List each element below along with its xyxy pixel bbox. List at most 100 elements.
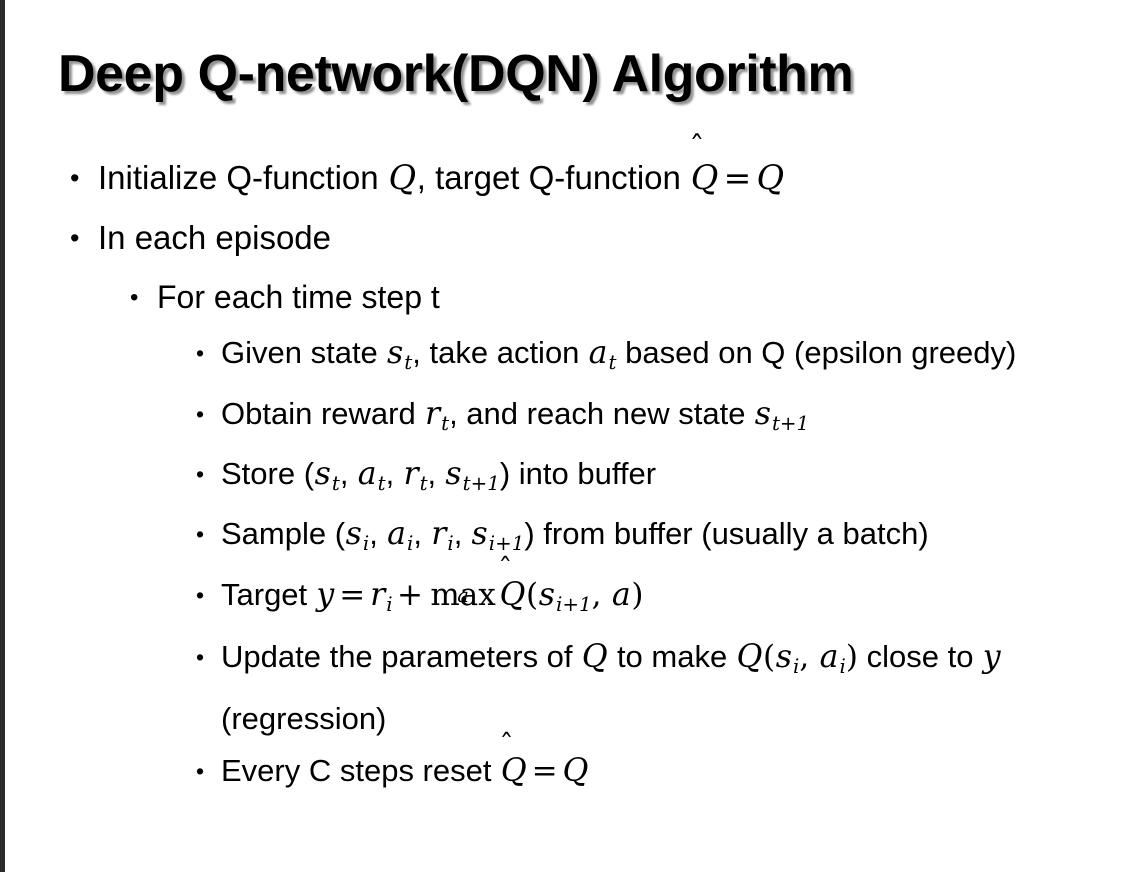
math-s: s bbox=[345, 515, 362, 552]
math-r-subscript: i bbox=[386, 592, 393, 616]
math-equals: = bbox=[723, 158, 752, 197]
text-fragment: Store ( bbox=[221, 455, 315, 491]
bullet-text: Given state st, take action at based on … bbox=[221, 327, 1096, 389]
slide-left-edge-strip bbox=[0, 0, 5, 872]
math-s: s bbox=[754, 395, 771, 432]
math-paren-close: ) bbox=[631, 576, 644, 613]
text-fragment: , bbox=[369, 515, 387, 551]
math-r: r bbox=[370, 576, 386, 613]
math-q: Q bbox=[581, 638, 608, 675]
math-a: a bbox=[588, 335, 608, 371]
bullet-text: Store (st, at, rt, st+1) into buffer bbox=[221, 449, 1096, 509]
text-fragment: , take action bbox=[412, 335, 589, 370]
bullet-in-each-episode: • In each episode bbox=[0, 208, 1124, 268]
math-s-next: s bbox=[471, 515, 488, 552]
text-fragment: Initialize Q-function bbox=[98, 159, 388, 196]
bullet-marker: • bbox=[196, 581, 205, 608]
math-s-subscript: t bbox=[331, 471, 340, 495]
text-fragment: ) from buffer (usually a batch) bbox=[524, 515, 929, 551]
math-paren-open: ( bbox=[526, 576, 539, 613]
bullet-text: Every C steps reset ̂Q=Q bbox=[221, 745, 1096, 797]
bullet-obtain-reward: • Obtain reward rt, and reach new state … bbox=[0, 389, 1124, 449]
bullet-text: Initialize Q-function Q , target Q-functi… bbox=[98, 148, 1084, 208]
bullet-text: Update the parameters of Q to make Q(si,… bbox=[221, 631, 1096, 745]
math-equals: = bbox=[339, 576, 366, 613]
math-r-subscript: t bbox=[419, 471, 428, 495]
text-fragment: , bbox=[385, 455, 403, 491]
bullet-text: Sample (si, ai, ri, si+1) from buffer (u… bbox=[221, 509, 1096, 569]
math-a-subscript: i bbox=[839, 654, 846, 678]
math-a: a bbox=[357, 455, 377, 492]
math-s-subscript: i bbox=[792, 654, 800, 678]
math-s-next: s bbox=[445, 455, 462, 492]
text-fragment: , bbox=[339, 455, 358, 491]
math-s: s bbox=[775, 638, 792, 675]
text-fragment: Update the parameters of bbox=[221, 638, 582, 674]
bullet-text: Obtain reward rt, and reach new state st… bbox=[221, 389, 1096, 449]
text-fragment: Every C steps reset bbox=[221, 752, 501, 788]
math-r-subscript: i bbox=[447, 531, 454, 555]
math-r: r bbox=[403, 455, 419, 492]
bullet-marker: • bbox=[196, 460, 205, 487]
bullet-marker: • bbox=[70, 163, 80, 193]
math-y: y bbox=[316, 576, 335, 613]
math-r-subscript: t bbox=[441, 411, 450, 435]
math-paren-close: ) bbox=[845, 638, 858, 675]
text-fragment: based on Q (epsilon greedy) bbox=[616, 335, 1017, 370]
math-symbol: Q bbox=[499, 576, 526, 613]
bullet-target-equation: • Target y=ri+maxâQ(si+1, a) bbox=[0, 569, 1124, 631]
math-q2: Q bbox=[756, 158, 785, 197]
bullet-marker: • bbox=[196, 400, 205, 427]
math-r: r bbox=[424, 395, 441, 432]
math-q-hat: ̂Q bbox=[690, 148, 719, 208]
text-fragment: (regression) bbox=[221, 700, 387, 736]
math-symbol: Q bbox=[500, 752, 527, 789]
bullet-reset-target-network: • Every C steps reset ̂Q=Q bbox=[0, 745, 1124, 797]
max-limit-variable: a bbox=[457, 584, 469, 608]
text-fragment: , bbox=[453, 515, 471, 551]
bullet-text: Target y=ri+maxâQ(si+1, a) bbox=[221, 569, 1096, 631]
text-fragment: Given state bbox=[221, 335, 387, 370]
bullet-marker: • bbox=[196, 757, 205, 784]
math-a-subscript: i bbox=[407, 531, 414, 555]
bullet-sample-batch: • Sample (si, ai, ri, si+1) from buffer … bbox=[0, 509, 1124, 569]
math-s: s bbox=[387, 335, 404, 371]
bullet-marker: • bbox=[70, 223, 80, 253]
text-fragment: ) into buffer bbox=[499, 455, 657, 491]
bullet-update-parameters: • Update the parameters of Q to make Q(s… bbox=[0, 631, 1124, 745]
math-r: r bbox=[431, 515, 447, 552]
math-s-subscript: t bbox=[404, 350, 413, 374]
bullet-marker: • bbox=[196, 643, 205, 670]
math-plus: + bbox=[396, 576, 423, 613]
algorithm-bullet-list: • Initialize Q-function Q , target Q-func… bbox=[0, 148, 1124, 797]
math-y: y bbox=[982, 638, 1001, 675]
math-s-next-subscript: t+1 bbox=[462, 471, 500, 495]
math-a-subscript: t bbox=[608, 350, 617, 374]
text-fragment: close to bbox=[858, 638, 983, 674]
math-s-subscript: i bbox=[362, 531, 370, 555]
text-fragment: , and reach new state bbox=[449, 395, 755, 431]
bullet-store-transition: • Store (st, at, rt, st+1) into buffer bbox=[0, 449, 1124, 509]
bullet-marker: • bbox=[196, 520, 205, 547]
math-s-next-subscript: i+1 bbox=[488, 531, 525, 555]
text-fragment: , target Q-function bbox=[416, 159, 691, 196]
math-q2: Q bbox=[736, 638, 763, 675]
max-label: max bbox=[430, 576, 496, 613]
math-q: Q bbox=[562, 752, 589, 789]
text-fragment: Sample ( bbox=[221, 515, 346, 551]
math-s: s bbox=[314, 455, 331, 492]
math-q-hat: ̂Q bbox=[499, 569, 526, 621]
math-paren-open: ( bbox=[763, 638, 776, 675]
text-fragment: , bbox=[427, 455, 445, 491]
bullet-marker: • bbox=[130, 284, 139, 311]
math-q-hat: ̂Q bbox=[500, 745, 527, 797]
math-s-subscript: t+1 bbox=[771, 411, 810, 435]
bullet-text: For each time step t bbox=[157, 279, 440, 315]
bullet-for-each-time-step: • For each time step t bbox=[0, 268, 1124, 327]
math-s: s bbox=[538, 576, 555, 613]
math-s-subscript: i+1 bbox=[556, 592, 592, 616]
bullet-initialize: • Initialize Q-function Q , target Q-func… bbox=[0, 148, 1124, 208]
page-title: Deep Q-network(DQN) Algorithm bbox=[58, 45, 854, 103]
bullet-marker: • bbox=[196, 340, 205, 366]
